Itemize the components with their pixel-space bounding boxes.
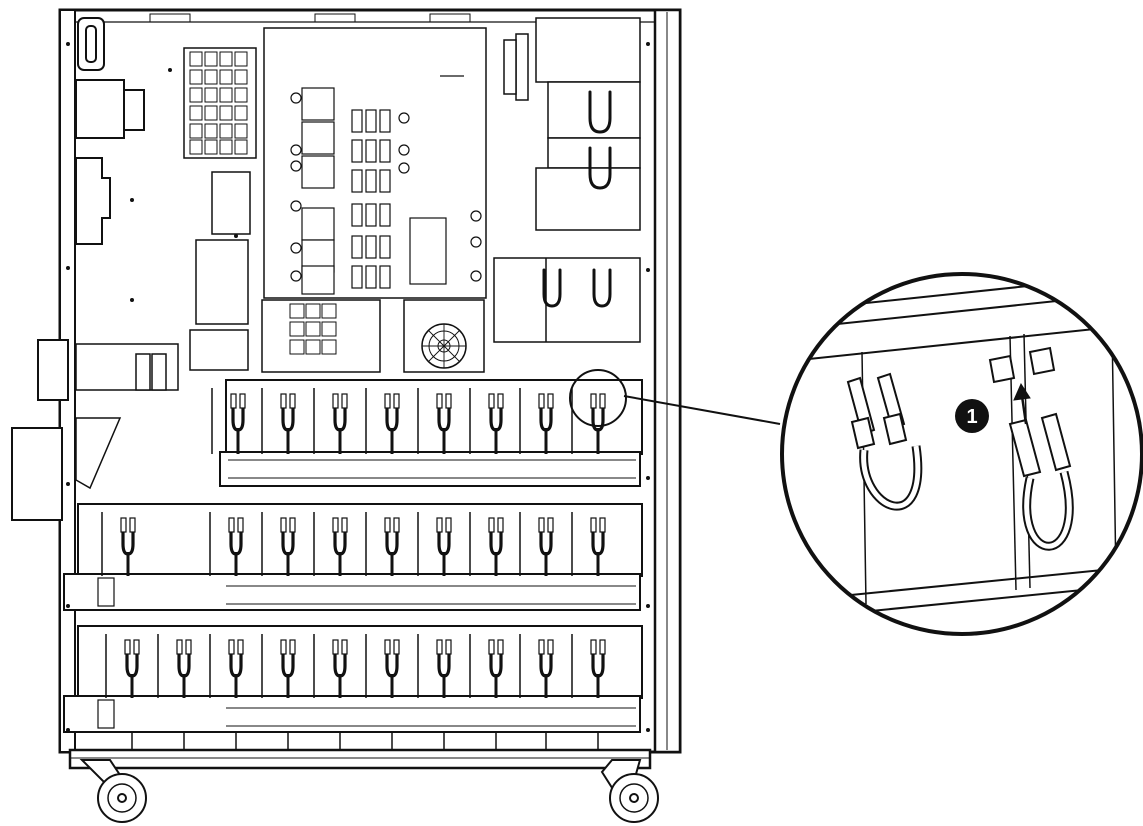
battery-cell — [313, 512, 348, 576]
battery-cell — [101, 512, 136, 576]
battery-cell — [469, 388, 504, 454]
battery-cell — [365, 634, 400, 698]
battery-row-4-stubs — [131, 732, 599, 750]
battery-cell — [519, 388, 554, 454]
battery-row-1-cells — [211, 388, 606, 454]
battery-row-2 — [63, 503, 643, 611]
battery-cell — [209, 512, 244, 576]
battery-cell — [313, 388, 348, 454]
battery-row-3-cells — [105, 634, 606, 698]
battery-row-2-cells — [101, 512, 606, 576]
magnifier-circle — [780, 272, 1143, 636]
leader-line — [623, 395, 781, 425]
step-badge: 1 — [955, 399, 989, 433]
battery-cell — [313, 634, 348, 698]
battery-cell — [157, 634, 192, 698]
battery-cell — [417, 512, 452, 576]
battery-cell — [211, 388, 246, 454]
arrow-up-icon — [1013, 382, 1031, 425]
battery-cell — [571, 512, 606, 576]
battery-cell — [571, 634, 606, 698]
battery-row-3 — [63, 625, 643, 733]
battery-cell — [261, 634, 296, 698]
upper-electronics — [75, 17, 641, 490]
battery-cell — [571, 388, 606, 454]
battery-cell — [469, 634, 504, 698]
battery-cell — [469, 512, 504, 576]
screws — [66, 42, 650, 732]
zoomed-detail — [782, 274, 1142, 634]
battery-cell — [261, 388, 296, 454]
battery-cell — [365, 512, 400, 576]
caster-right — [600, 759, 659, 823]
battery-cell — [261, 512, 296, 576]
battery-cell — [519, 634, 554, 698]
battery-cell — [417, 634, 452, 698]
caster-left — [79, 759, 147, 823]
battery-cell — [365, 388, 400, 454]
battery-cell — [519, 512, 554, 576]
magnifier-target-circle — [569, 369, 627, 427]
cabinet-base — [68, 748, 652, 770]
left-side-components — [11, 17, 145, 521]
battery-cell — [417, 388, 452, 454]
battery-cell — [105, 634, 140, 698]
step-number: 1 — [966, 406, 977, 428]
battery-cell — [209, 634, 244, 698]
